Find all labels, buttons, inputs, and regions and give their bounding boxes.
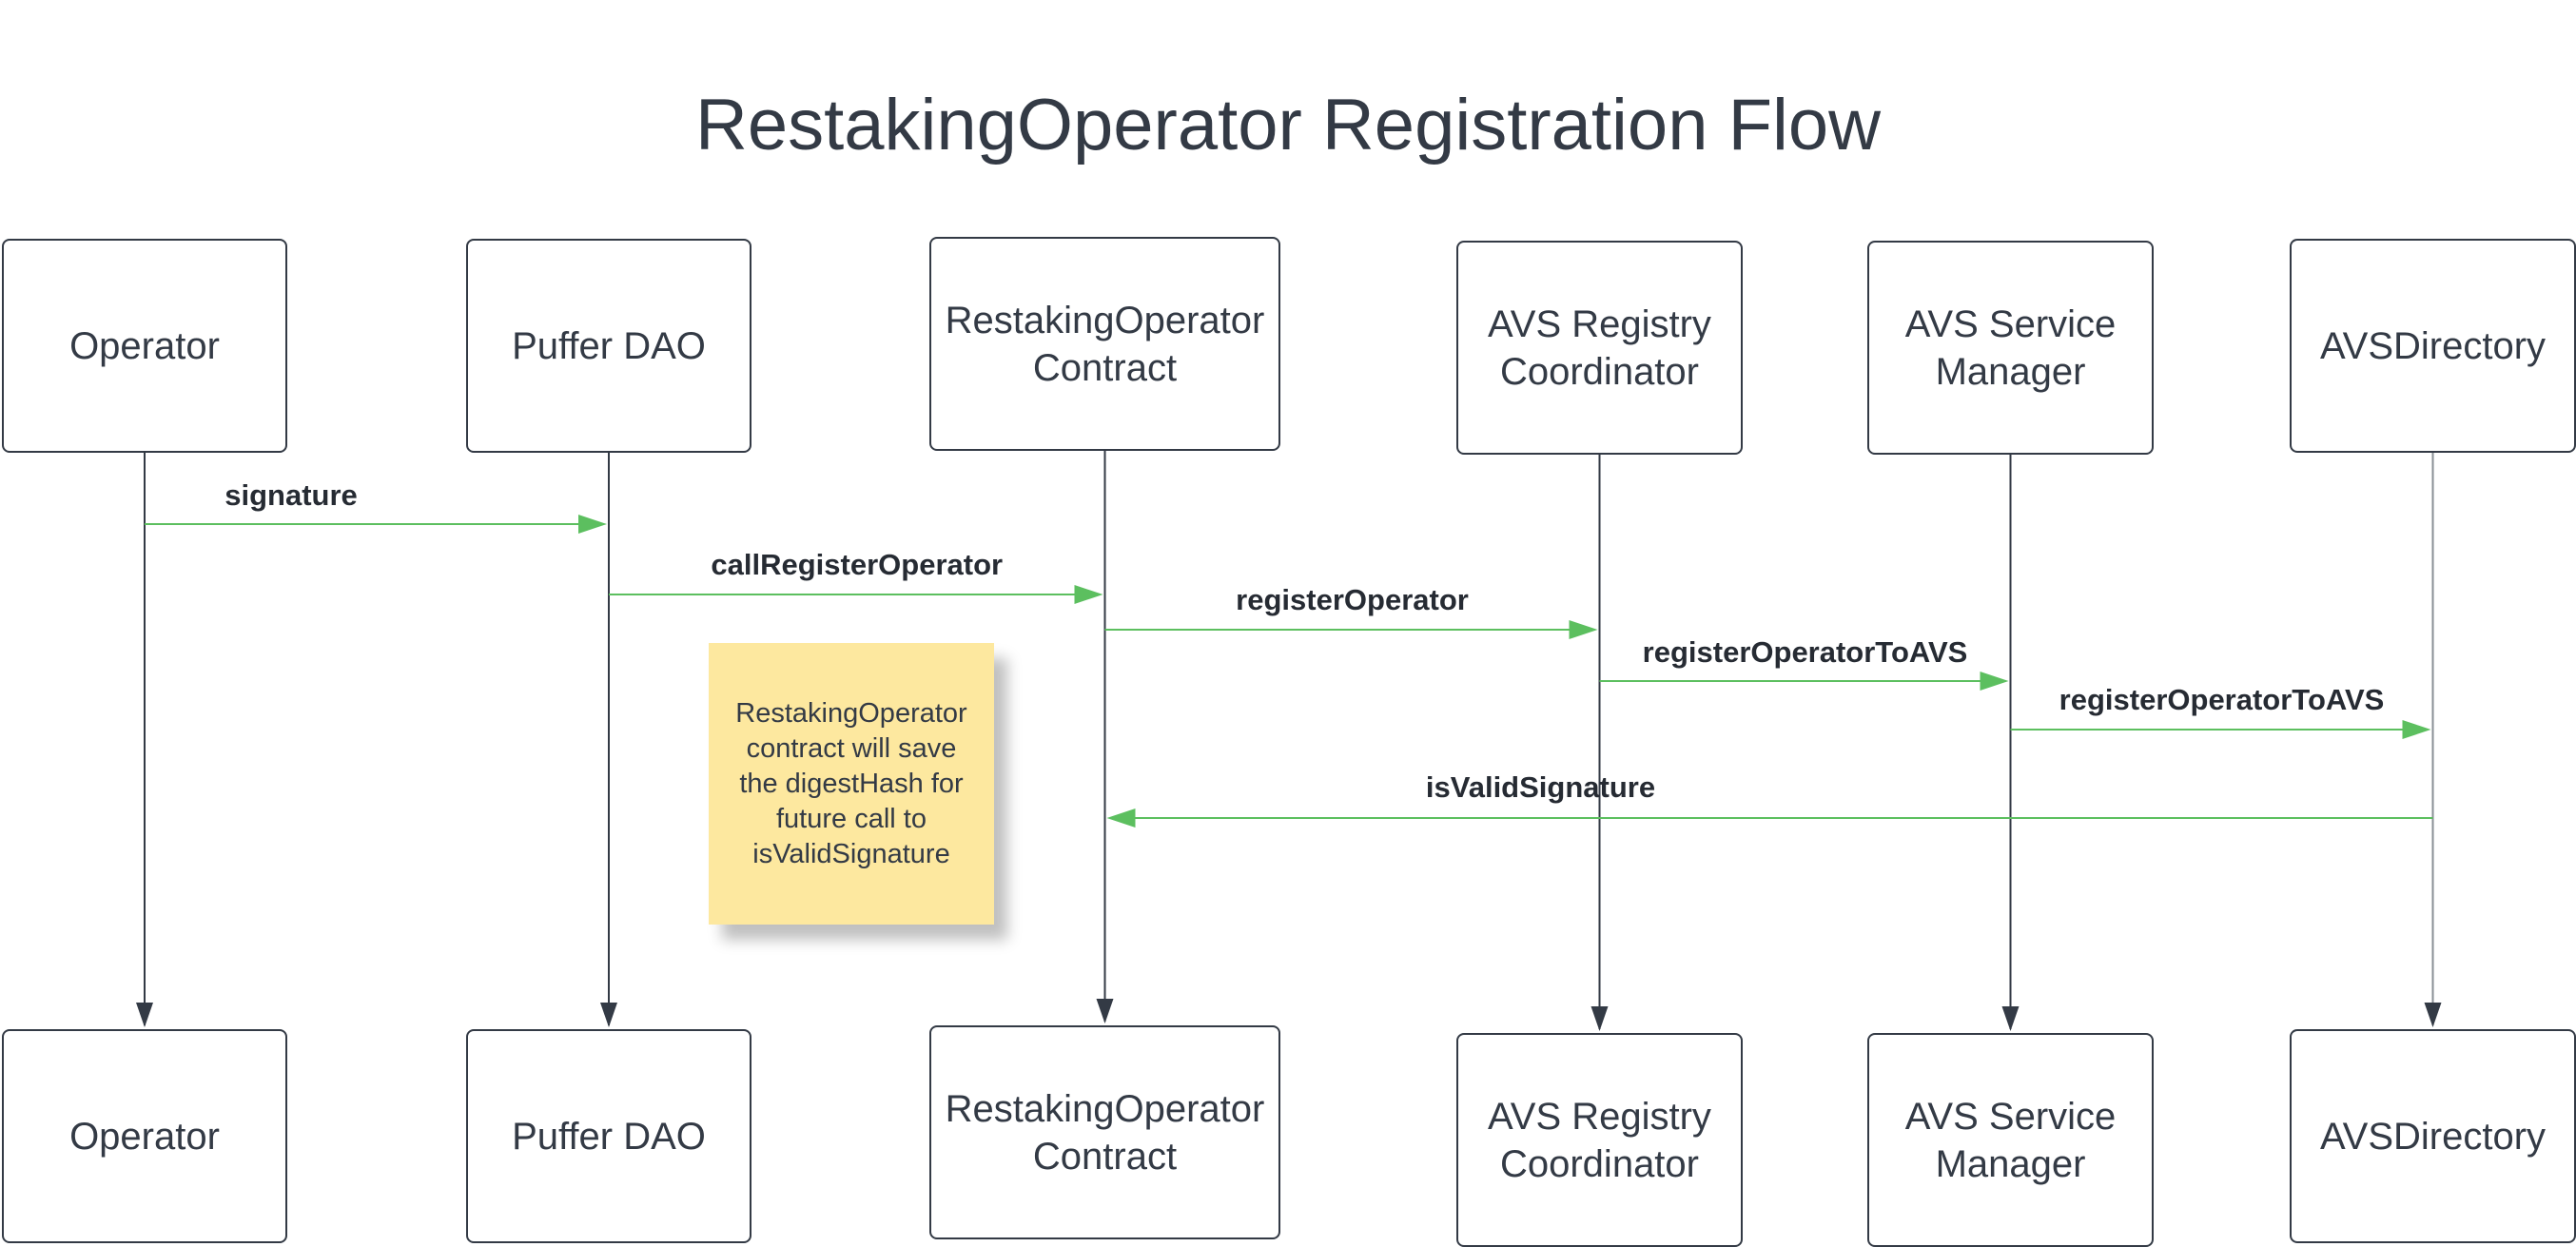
lifeline-arrowhead <box>2001 1006 2020 1031</box>
message-arrowhead <box>1106 809 1136 828</box>
lifeline-arrowhead <box>1590 1006 1609 1031</box>
message-arrowhead <box>1980 672 2009 691</box>
actor-label: Puffer DAO <box>512 324 706 367</box>
message-label: registerOperatorToAVS <box>1642 635 1968 669</box>
message-arrowhead <box>1569 620 1598 639</box>
actor-box-bottom-puffer-dao: Puffer DAO <box>466 1029 751 1243</box>
message-label: registerOperator <box>1236 583 1469 616</box>
actor-box-top-avs-registry-coordinator: AVS Registry Coordinator <box>1456 241 1743 455</box>
lifeline-arrowhead <box>1096 999 1114 1023</box>
actor-label: AVS Registry Coordinator <box>1488 302 1711 393</box>
actor-label: Operator <box>69 1115 220 1158</box>
actor-box-bottom-avs-registry-coordinator: AVS Registry Coordinator <box>1456 1033 1743 1247</box>
message-arrowhead <box>2402 720 2431 739</box>
lifeline-arrowhead <box>136 1003 153 1027</box>
actor-box-top-operator: Operator <box>2 239 287 453</box>
actor-label: AVS Registry Coordinator <box>1488 1095 1711 1185</box>
message-arrowhead <box>578 515 607 534</box>
actor-box-bottom-restaking-operator-contract: RestakingOperator Contract <box>929 1025 1280 1239</box>
message-label: signature <box>224 478 358 512</box>
actor-label: Puffer DAO <box>512 1115 706 1158</box>
message-label: callRegisterOperator <box>711 548 1004 581</box>
actor-label: RestakingOperator Contract <box>945 1087 1265 1178</box>
message-label: isValidSignature <box>1425 770 1656 804</box>
actor-label: AVS Service Manager <box>1904 1095 2117 1185</box>
actor-label: Operator <box>69 324 220 367</box>
actor-box-bottom-operator: Operator <box>2 1029 287 1243</box>
sticky-note: RestakingOperator contract will save the… <box>709 643 994 925</box>
lifeline-arrowhead <box>600 1003 617 1027</box>
actor-label: AVS Service Manager <box>1904 302 2117 393</box>
actor-box-top-avs-service-manager: AVS Service Manager <box>1867 241 2154 455</box>
actor-box-top-puffer-dao: Puffer DAO <box>466 239 751 453</box>
diagram-title: RestakingOperator Registration Flow <box>694 85 1882 166</box>
message-arrowhead <box>1074 585 1103 604</box>
message-label: registerOperatorToAVS <box>2059 683 2385 716</box>
actor-box-top-avs-directory: AVSDirectory <box>2290 239 2576 453</box>
actor-label: AVSDirectory <box>2319 1115 2547 1158</box>
actor-label: AVSDirectory <box>2319 324 2547 367</box>
actor-box-top-restaking-operator-contract: RestakingOperator Contract <box>929 237 1280 451</box>
actor-box-bottom-avs-directory: AVSDirectory <box>2290 1029 2576 1243</box>
actor-label: RestakingOperator Contract <box>945 299 1265 389</box>
lifeline-arrowhead <box>2424 1003 2442 1027</box>
actor-box-bottom-avs-service-manager: AVS Service Manager <box>1867 1033 2154 1247</box>
